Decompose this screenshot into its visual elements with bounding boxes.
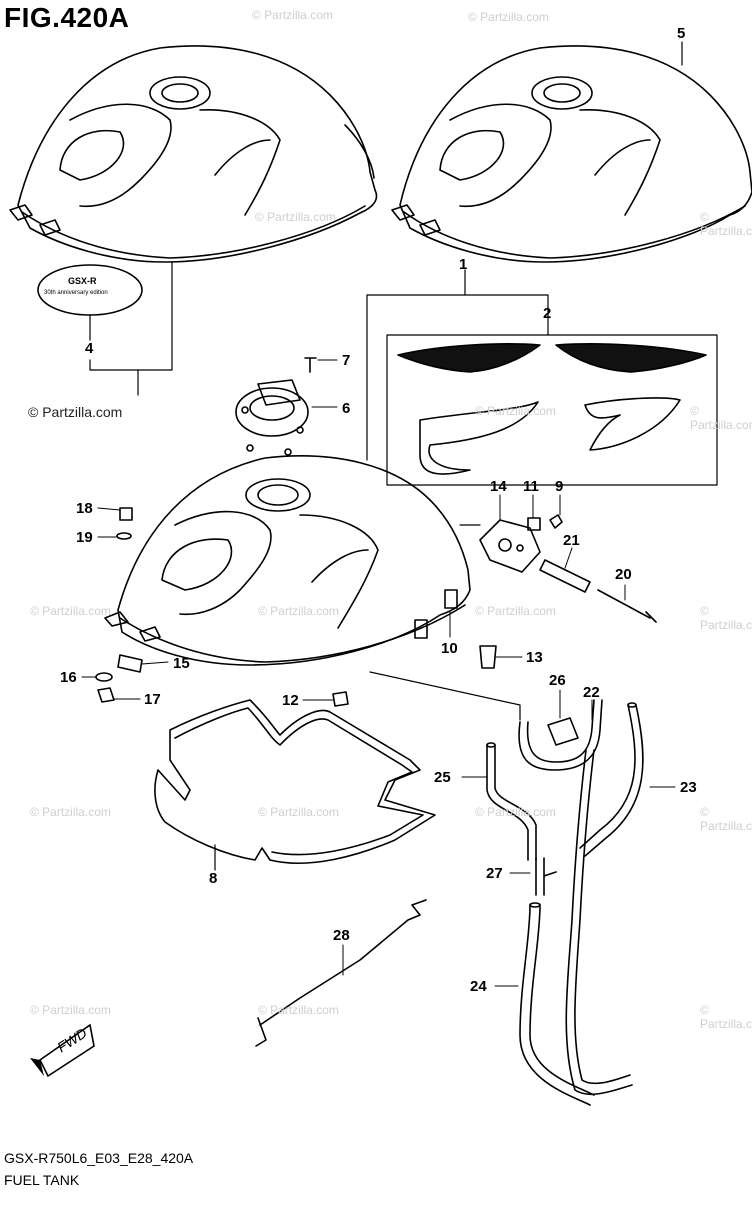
bolt-18 — [119, 507, 133, 521]
decal-line2: 30th anniversary edition — [44, 290, 108, 296]
cushion-15 — [117, 654, 143, 673]
watermark: © Partzilla.com — [30, 1003, 111, 1017]
callout-5: 5 — [677, 25, 686, 42]
bolt-20 — [597, 589, 657, 623]
callout-10: 10 — [441, 640, 458, 657]
callout-28: 28 — [333, 927, 350, 944]
callout-23: 23 — [680, 779, 697, 796]
callout-9: 9 — [555, 478, 564, 495]
watermark: © Partzilla.com — [700, 805, 752, 833]
model-code: GSX-R750L6_E03_E28_420A — [4, 1150, 194, 1166]
collar-11 — [527, 517, 541, 531]
callout-8: 8 — [209, 870, 218, 887]
spacer-17 — [97, 687, 115, 703]
fuel-tank-main — [104, 455, 471, 666]
leader-lines — [81, 359, 676, 987]
fuel-tank-top-right — [391, 45, 752, 263]
callout-24: 24 — [470, 978, 487, 995]
callout-14: 14 — [490, 478, 507, 495]
watermark: © Partzilla.com — [258, 805, 339, 819]
damper-13 — [479, 645, 497, 669]
rod-28 — [259, 899, 427, 1026]
decal-line1: GSX-R — [68, 276, 97, 286]
tube-22 — [518, 699, 633, 1095]
fwd-arrow-icon — [30, 1023, 95, 1078]
watermark: © Partzilla.com — [258, 604, 339, 618]
joint-27 — [535, 857, 557, 896]
watermark: © Partzilla.com — [700, 1003, 752, 1031]
watermark: © Partzilla.com — [475, 404, 556, 418]
callout-16: 16 — [60, 669, 77, 686]
group-name: FUEL TANK — [4, 1172, 80, 1188]
spacer-21 — [539, 559, 591, 593]
callout-7: 7 — [342, 352, 351, 369]
hose-26 — [547, 717, 579, 746]
callout-4: 4 — [85, 340, 94, 357]
tube-23 — [579, 702, 644, 857]
watermark: © Partzilla.com — [258, 1003, 339, 1017]
watermark: © Partzilla.com — [255, 210, 336, 224]
callout-1: 1 — [459, 256, 468, 273]
decal-set — [386, 334, 718, 486]
bolt-9 — [549, 514, 563, 529]
callout-line-4 — [89, 261, 173, 371]
washer-19 — [116, 532, 132, 540]
callout-6: 6 — [342, 400, 351, 417]
callout-15: 15 — [173, 655, 190, 672]
cushion-16 — [95, 672, 113, 682]
callout-13: 13 — [526, 649, 543, 666]
watermark: © Partzilla.com — [475, 604, 556, 618]
callout-12: 12 — [282, 692, 299, 709]
callout-21: 21 — [563, 532, 580, 549]
fuel-tank-top-left — [9, 45, 378, 263]
filler-cap — [235, 379, 309, 456]
watermark: © Partzilla.com — [30, 604, 111, 618]
callout-25: 25 — [434, 769, 451, 786]
tube-25 — [486, 742, 537, 861]
callout-22: 22 — [583, 684, 600, 701]
bracket-14 — [479, 519, 541, 573]
clip-12 — [332, 691, 349, 707]
watermark: © Partzilla.com — [700, 604, 752, 632]
callout-19: 19 — [76, 529, 93, 546]
figure-title: FIG.420A — [4, 2, 130, 33]
hose-24 — [519, 902, 595, 1106]
bolt-7 — [304, 357, 317, 373]
callout-2: 2 — [543, 305, 552, 322]
callout-20: 20 — [615, 566, 632, 583]
watermark: © Partzilla.com — [475, 805, 556, 819]
callout-18: 18 — [76, 500, 93, 517]
watermark: © Partzilla.com — [690, 404, 752, 432]
callout-27: 27 — [486, 865, 503, 882]
watermark: © Partzilla.com — [700, 210, 752, 238]
watermark: © Partzilla.com — [30, 805, 111, 819]
callout-17: 17 — [144, 691, 161, 708]
watermark: © Partzilla.com — [28, 404, 123, 420]
callout-bracket-1 — [366, 294, 549, 461]
callout-11: 11 — [523, 478, 539, 495]
watermark: © Partzilla.com — [468, 10, 549, 24]
watermark: © Partzilla.com — [252, 8, 333, 22]
callout-26: 26 — [549, 672, 566, 689]
